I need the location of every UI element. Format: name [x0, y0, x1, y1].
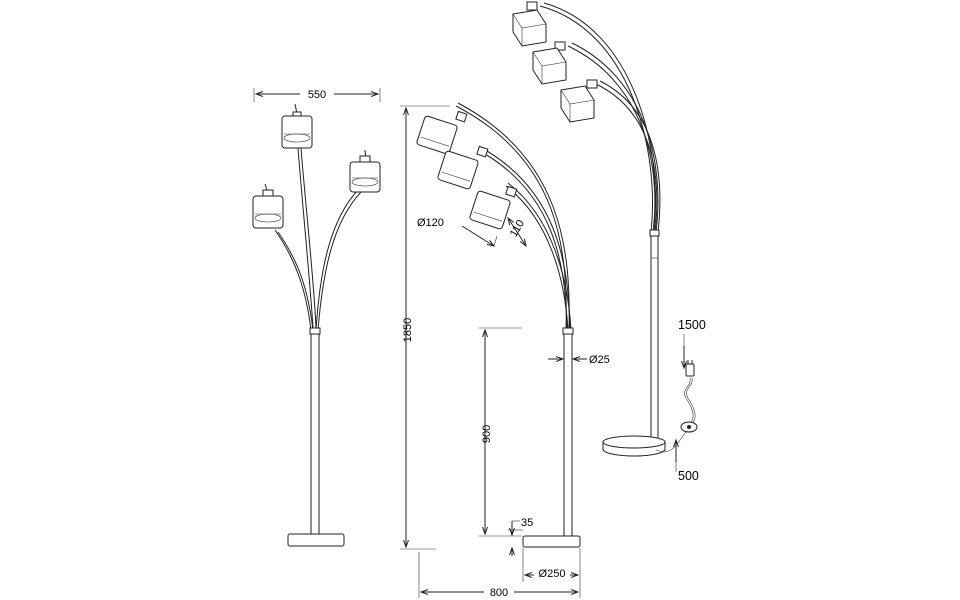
side-view: Ø120 110 Ø25 900 [416, 102, 610, 599]
side-pole [522, 327, 581, 548]
dim-shade-height-label: 110 [508, 218, 527, 239]
front-stems [274, 147, 362, 331]
dimension-pole-diameter: Ø25 [548, 354, 610, 366]
dim-pole-height-label: 900 [481, 425, 493, 443]
perspective-shade-3 [560, 79, 598, 123]
perspective-shade-2 [532, 41, 567, 85]
dimension-cable-1500: 1500 [678, 318, 706, 368]
dimension-base-diameter: Ø250 [522, 548, 581, 582]
side-shade-2 [437, 145, 489, 190]
dim-width-label: 550 [308, 89, 326, 101]
dimension-depth: 800 [418, 552, 581, 599]
dim-depth-label: 800 [490, 587, 508, 599]
dim-cable-1500-label: 1500 [678, 318, 706, 332]
perspective-pole [602, 229, 666, 457]
dim-shade-diameter-label: Ø120 [417, 217, 444, 229]
power-plug-icon [685, 363, 695, 377]
front-view: 550 [252, 86, 381, 547]
dimension-pole-height: 900 [479, 327, 522, 537]
side-shade-1 [416, 110, 468, 155]
dimension-height: 1850 [400, 105, 450, 550]
dimension-shade-height: 110 [508, 218, 527, 246]
dimension-cable-500: 500 [676, 440, 699, 483]
dim-base-diameter-label: Ø250 [539, 568, 566, 580]
side-arms [455, 102, 572, 331]
dimension-width: 550 [253, 86, 381, 102]
perspective-shade-1 [512, 1, 547, 47]
side-shade-3 [469, 185, 518, 230]
dimension-shade-diameter: Ø120 [417, 217, 498, 246]
perspective-arms [539, 2, 661, 233]
front-shade-left [252, 183, 284, 229]
dim-base-height-label: 35 [521, 517, 533, 529]
dim-pole-diameter-label: Ø25 [589, 354, 610, 366]
dimension-base-height: 35 [508, 517, 533, 556]
power-cable [655, 360, 698, 453]
dim-height-label: 1850 [402, 318, 414, 342]
perspective-view: 1500 500 [512, 1, 706, 483]
dim-cable-500-label: 500 [678, 469, 699, 483]
front-shade-right [349, 149, 381, 193]
front-pole [287, 327, 345, 547]
front-shade-top [281, 103, 313, 149]
